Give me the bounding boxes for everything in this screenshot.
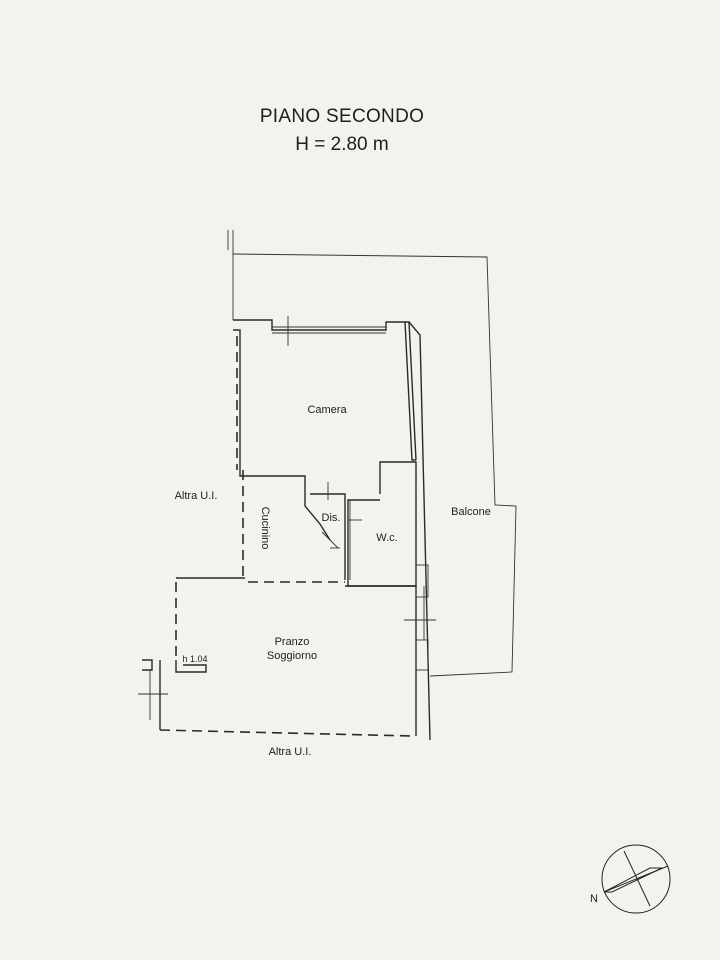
wc-walls <box>304 461 417 587</box>
plan-title: PIANO SECONDO <box>259 106 425 127</box>
north-label: N <box>590 893 598 905</box>
west-boundary <box>175 336 345 660</box>
compass-icon <box>601 844 671 914</box>
sill-height-label: h 1.04 <box>182 654 207 664</box>
balcony-outline <box>227 230 517 677</box>
neighbor-label-south: Altra U.I. <box>269 746 312 758</box>
room-label-balcone: Balcone <box>451 506 491 518</box>
room-label-dis: Dis. <box>322 512 341 524</box>
living-walls <box>138 564 436 737</box>
room-label-cucinino: Cucinino <box>259 507 271 550</box>
room-label-pranzo: Pranzo <box>275 636 310 648</box>
camera-walls <box>233 316 431 741</box>
ceiling-height: H = 2.80 m <box>295 134 389 155</box>
room-label-camera: Camera <box>307 404 347 416</box>
room-label-wc: W.c. <box>376 532 397 544</box>
neighbor-label-west: Altra U.I. <box>175 490 218 502</box>
room-label-soggiorno: Soggiorno <box>267 650 317 662</box>
